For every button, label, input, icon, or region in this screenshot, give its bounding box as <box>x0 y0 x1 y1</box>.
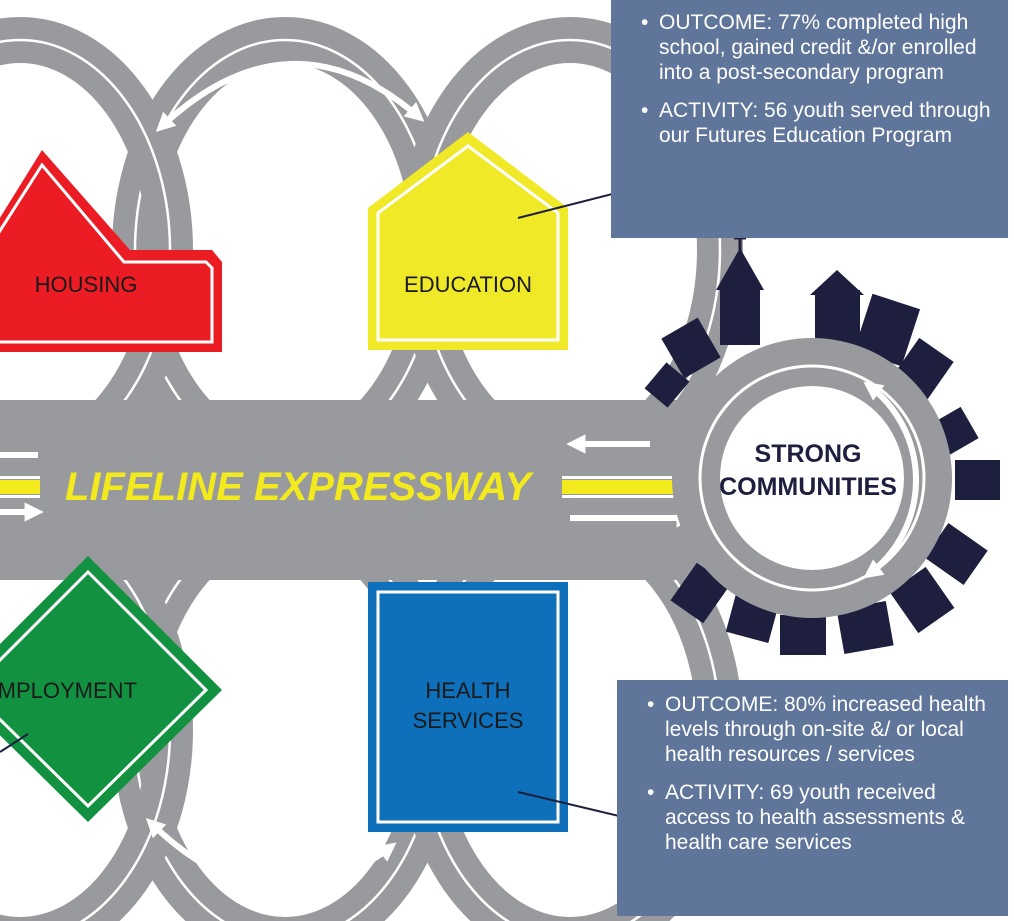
health-connector <box>517 791 637 821</box>
health-activity: ACTIVITY: 69 youth received access to he… <box>647 780 998 855</box>
education-outcome: OUTCOME: 77% completed high school, gain… <box>641 10 996 85</box>
employment-sign: EMPLOYMENT <box>0 556 222 822</box>
hub-label-line2: COMMUNITIES <box>719 473 897 501</box>
housing-sign: HOUSING <box>0 150 222 352</box>
hub-arrow-right <box>863 381 919 579</box>
employment-label: EMPLOYMENT <box>0 678 137 703</box>
bottom-loop-arrow <box>145 817 397 891</box>
loop-arrows <box>145 61 425 891</box>
education-callout: OUTCOME: 77% completed high school, gain… <box>611 0 1008 238</box>
health-label-line2: SERVICES <box>413 708 524 733</box>
health-label-line1: HEALTH <box>425 678 510 703</box>
health-sign: HEALTH SERVICES <box>368 582 568 832</box>
hub-label-line1: STRONG <box>755 440 862 468</box>
expressway-label: LIFELINE EXPRESSWAY <box>65 465 534 509</box>
health-outcome: OUTCOME: 80% increased health levels thr… <box>647 692 998 767</box>
employment-connector <box>0 733 29 753</box>
housing-label: HOUSING <box>35 272 138 297</box>
skyline-icon <box>644 230 1000 655</box>
health-callout: OUTCOME: 80% increased health levels thr… <box>617 680 1008 916</box>
top-loop-arrow <box>155 61 425 132</box>
expressway: LIFELINE EXPRESSWAY <box>0 400 740 580</box>
education-label: EDUCATION <box>404 272 532 297</box>
education-sign: EDUCATION <box>368 132 568 350</box>
community-hub: STRONG COMMUNITIES <box>644 230 1000 655</box>
education-activity: ACTIVITY: 56 youth served through our Fu… <box>641 98 996 148</box>
